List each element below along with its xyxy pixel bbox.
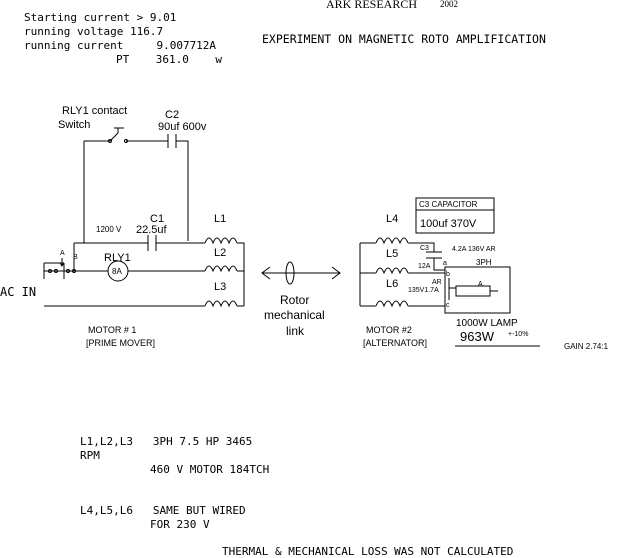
lamp-tolerance: +-10% bbox=[508, 331, 529, 338]
node-a-label: a bbox=[443, 260, 447, 267]
motor1-name: MOTOR # 1 bbox=[88, 325, 137, 335]
motor2-role: [ALTERNATOR] bbox=[363, 338, 428, 348]
lamp-filament bbox=[455, 285, 491, 297]
link-label-line3: link bbox=[286, 324, 305, 338]
l7-coil bbox=[375, 300, 409, 308]
c2-plates bbox=[167, 134, 177, 148]
relay-arrow bbox=[59, 258, 65, 267]
ar-reading: 135V1.7A bbox=[408, 287, 439, 294]
motor-spec-rpm: RPM bbox=[80, 449, 100, 462]
l1-label: L1 bbox=[214, 213, 227, 225]
terminal-2 bbox=[54, 269, 58, 273]
c3-reading: 4.2A 136V AR bbox=[452, 246, 496, 253]
phase-label: 3PH bbox=[476, 258, 492, 267]
lamp-box bbox=[444, 266, 511, 314]
running-current-reading: running current 9.007712A bbox=[24, 39, 217, 52]
motor1-role: [PRIME MOVER] bbox=[86, 338, 156, 348]
pt-reading: PT 361.0 w bbox=[116, 53, 222, 66]
motor-spec-460: 460 V MOTOR 184TCH bbox=[150, 463, 270, 476]
c3-box-title: C3 CAPACITOR bbox=[419, 200, 478, 209]
rly1-label: RLY1 bbox=[104, 252, 131, 264]
ac-in-label: AC IN bbox=[0, 285, 37, 299]
node-c-label: c bbox=[446, 302, 450, 309]
lamp-leads bbox=[449, 287, 498, 292]
lamp-pin-label: A bbox=[478, 281, 483, 288]
c3-box bbox=[415, 197, 495, 234]
c2-label: C2 bbox=[165, 109, 180, 121]
switch-label: Switch bbox=[58, 119, 91, 131]
c3-label: C3 bbox=[420, 245, 429, 252]
l2-label: L2 bbox=[214, 247, 227, 259]
motor2-name: MOTOR #2 bbox=[366, 325, 412, 335]
meter-reading: 8A bbox=[112, 267, 122, 276]
c1-voltage: 1200 V bbox=[96, 225, 122, 234]
c2-value: 90uf 600v bbox=[158, 121, 207, 133]
current-12a: 12A bbox=[418, 263, 431, 270]
loss-note: THERMAL & MECHANICAL LOSS WAS NOT CALCUL… bbox=[222, 545, 514, 558]
org-year: 2002 bbox=[440, 0, 458, 9]
switch-contact-right bbox=[124, 139, 128, 143]
c1-plates bbox=[147, 235, 157, 251]
link-arrow-right bbox=[331, 266, 341, 280]
link-label-line1: Rotor bbox=[280, 293, 310, 307]
l4-out bbox=[408, 242, 435, 252]
running-voltage-reading: running voltage 116.7 bbox=[24, 25, 164, 38]
l4-label: L4 bbox=[386, 213, 399, 225]
motor-spec-230: FOR 230 V bbox=[150, 518, 210, 531]
c3-down bbox=[433, 258, 445, 271]
experiment-title: EXPERIMENT ON MAGNETIC ROTO AMPLIFICATIO… bbox=[262, 32, 546, 46]
terminal-4 bbox=[72, 269, 76, 273]
switch-symbol bbox=[109, 127, 124, 142]
gain-label: GAIN 2.74:1 bbox=[564, 342, 609, 351]
l1-out bbox=[237, 242, 245, 306]
l1-coil bbox=[204, 237, 238, 245]
motor-spec-l1: L1,L2,L3 3PH 7.5 HP 3465 bbox=[80, 435, 253, 448]
motor-spec-l4: L4,L5,L6 SAME BUT WIRED bbox=[80, 504, 246, 517]
pin-b-label: B bbox=[73, 254, 78, 261]
lamp-power: 963W bbox=[460, 329, 494, 344]
ar-label: AR bbox=[432, 279, 442, 286]
terminal-3 bbox=[66, 269, 70, 273]
lamp-label: 1000W LAMP bbox=[456, 318, 518, 329]
rly1-contact-label: RLY1 contact bbox=[62, 105, 128, 117]
switch-contact-left bbox=[108, 139, 112, 143]
shaft-ellipse bbox=[285, 261, 295, 285]
ac-input-stubs bbox=[43, 262, 65, 279]
l6-coil bbox=[375, 267, 409, 275]
terminal-1 bbox=[48, 269, 52, 273]
link-arrow-left bbox=[261, 266, 271, 280]
l6-label: L6 bbox=[386, 278, 399, 290]
l4-coil bbox=[375, 237, 409, 245]
l3-label: L3 bbox=[214, 281, 227, 293]
link-label-line2: mechanical bbox=[264, 308, 325, 322]
org-name: ARK RESEARCH bbox=[326, 0, 418, 11]
c2-top-wire bbox=[84, 140, 189, 241]
starting-current-reading: Starting current > 9.01 bbox=[24, 11, 177, 24]
c1-label: C1 bbox=[150, 213, 165, 225]
c3-box-value: 100uf 370V bbox=[420, 218, 477, 230]
c1-value: 22.5uf bbox=[136, 224, 167, 236]
l5-label: L5 bbox=[386, 248, 399, 260]
l3-coil bbox=[204, 300, 238, 308]
node-b-label: b bbox=[446, 271, 450, 278]
meter-circle bbox=[107, 260, 129, 282]
pin-a-label: A bbox=[60, 250, 65, 257]
l2-coil bbox=[204, 265, 238, 273]
